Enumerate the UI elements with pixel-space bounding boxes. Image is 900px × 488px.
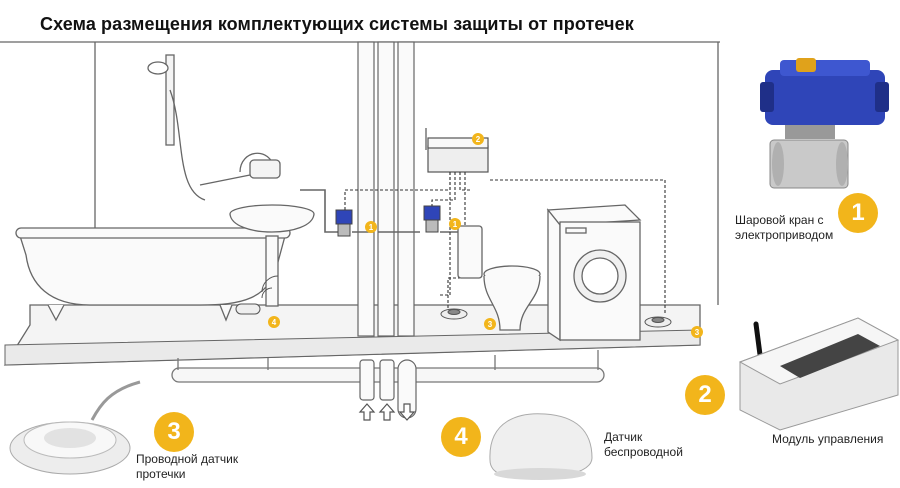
badge-3: 3 <box>154 412 194 452</box>
badge-2: 2 <box>685 375 725 415</box>
washing-machine <box>546 204 642 342</box>
control-module-photo <box>738 317 900 431</box>
marker-sensor-wired-washer: 3 <box>691 326 703 338</box>
label-control-module: Модуль управления <box>772 432 884 446</box>
label-wireless-sensor: Датчик беспроводной <box>604 430 683 459</box>
sensor-wired-washer <box>644 316 672 328</box>
floor-slab <box>3 304 701 366</box>
label-ball-valve: Шаровой кран с электроприводом <box>735 213 834 242</box>
washbasin <box>229 204 315 307</box>
valve-left <box>335 209 353 237</box>
riser-pipes <box>357 41 417 419</box>
ball-valve-photo <box>760 58 889 189</box>
control-module-scene <box>425 128 489 173</box>
marker-sensor-wired-toilet: 3 <box>484 318 496 330</box>
toilet <box>457 225 541 331</box>
marker-valve-right: 1 <box>449 218 461 230</box>
flow-arrows <box>358 403 416 421</box>
label-wired-sensor: Проводной датчик протечки <box>136 452 239 481</box>
bathtub <box>15 227 291 322</box>
wireless-sensor-photo <box>489 413 593 480</box>
wired-sensor-photo <box>9 380 141 475</box>
diagram-title: Схема размещения комплектующих системы з… <box>40 14 634 34</box>
badge-1: 1 <box>838 193 878 233</box>
sensor-wired-toilet <box>440 308 468 320</box>
valve-right <box>423 205 441 233</box>
signal-wires <box>344 172 666 315</box>
sensor-wireless-bath <box>235 275 279 315</box>
marker-module: 2 <box>472 133 484 145</box>
shower <box>147 54 281 201</box>
marker-sensor-wireless-bath: 4 <box>268 316 280 328</box>
badge-4: 4 <box>441 417 481 457</box>
marker-valve-left: 1 <box>365 221 377 233</box>
